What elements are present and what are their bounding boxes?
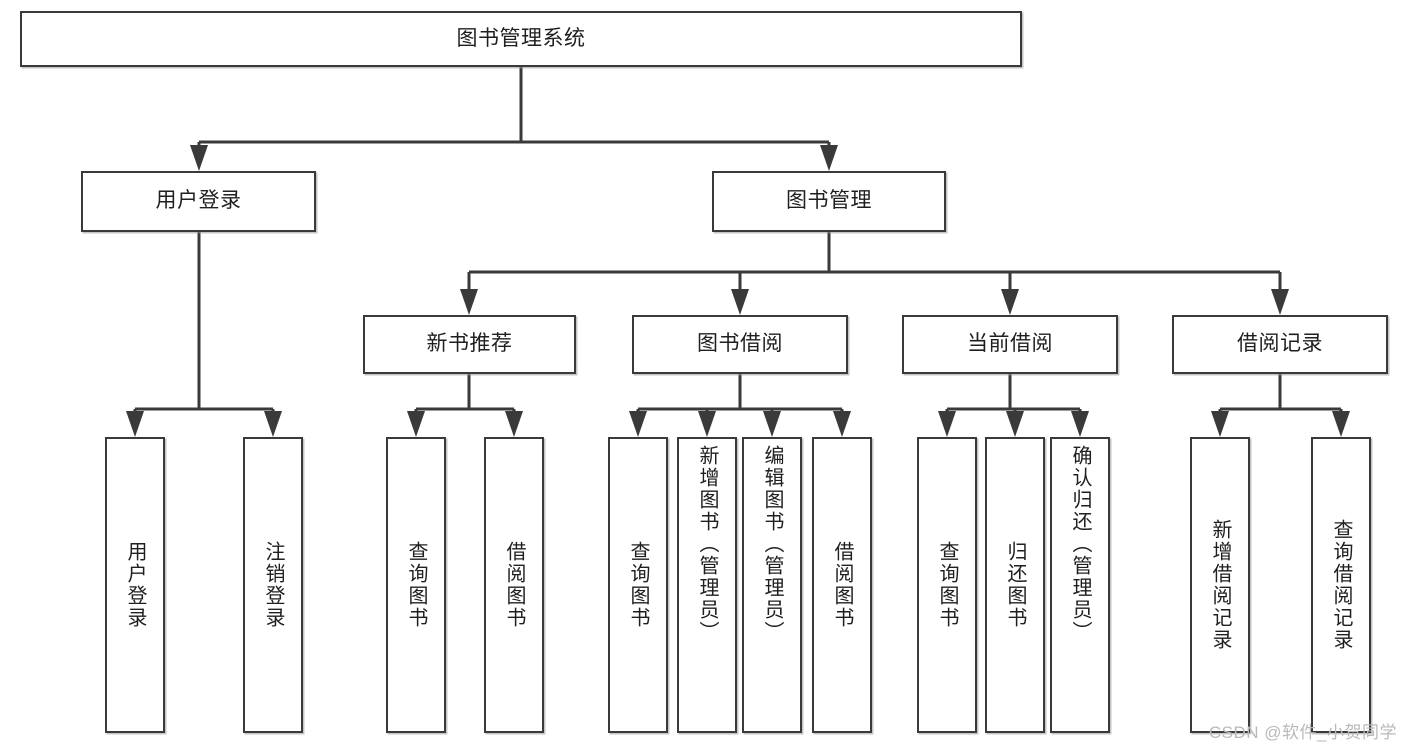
arrowhead-icon bbox=[460, 289, 478, 315]
arrowhead-icon bbox=[126, 411, 144, 437]
arrowhead-icon bbox=[763, 411, 781, 437]
node-label-leaf-query-borrow-record: 查询借阅记录 bbox=[1330, 519, 1352, 651]
node-box-leaf-borrow-book-2[interactable]: 借阅图书 bbox=[812, 437, 872, 733]
node-label-leaf-query-book-2: 查询图书 bbox=[627, 541, 649, 629]
node-label-book-borrow: 图书借阅 bbox=[697, 332, 783, 356]
node-box-leaf-edit-book-admin[interactable]: 编辑图书（管理员） bbox=[742, 437, 802, 733]
arrowhead-icon bbox=[938, 411, 956, 437]
node-box-leaf-query-book-3[interactable]: 查询图书 bbox=[917, 437, 977, 733]
node-box-borrow-record[interactable]: 借阅记录 bbox=[1172, 315, 1388, 374]
arrowhead-icon bbox=[731, 289, 749, 315]
arrowhead-icon bbox=[833, 411, 851, 437]
node-label-leaf-query-book-1: 查询图书 bbox=[405, 541, 427, 629]
node-label-leaf-add-borrow-record: 新增借阅记录 bbox=[1209, 519, 1231, 651]
node-box-user-login[interactable]: 用户登录 bbox=[81, 171, 316, 232]
node-label-root: 图书管理系统 bbox=[456, 26, 586, 50]
node-box-new-book-recommend[interactable]: 新书推荐 bbox=[363, 315, 576, 374]
node-box-leaf-confirm-return-admin[interactable]: 确认归还（管理员） bbox=[1050, 437, 1110, 733]
node-box-leaf-logout-login[interactable]: 注销登录 bbox=[243, 437, 303, 733]
node-label-leaf-logout-login: 注销登录 bbox=[262, 541, 284, 629]
arrowhead-icon bbox=[1071, 411, 1089, 437]
node-label-leaf-add-book-admin: 新增图书（管理员） bbox=[696, 445, 718, 643]
arrowhead-icon bbox=[505, 411, 523, 437]
arrowhead-icon bbox=[629, 411, 647, 437]
arrowhead-icon bbox=[1006, 411, 1024, 437]
node-label-leaf-return-book: 归还图书 bbox=[1004, 541, 1026, 629]
node-label-user-login: 用户登录 bbox=[155, 189, 242, 213]
node-label-leaf-confirm-return-admin: 确认归还（管理员） bbox=[1069, 445, 1091, 643]
arrowhead-icon bbox=[190, 145, 208, 171]
arrowhead-icon bbox=[1271, 289, 1289, 315]
node-box-root[interactable]: 图书管理系统 bbox=[20, 11, 1022, 67]
arrowhead-icon bbox=[1332, 411, 1350, 437]
node-label-borrow-record: 借阅记录 bbox=[1237, 332, 1323, 356]
node-box-book-management[interactable]: 图书管理 bbox=[712, 171, 946, 232]
node-label-leaf-borrow-book-2: 借阅图书 bbox=[831, 541, 853, 629]
node-box-leaf-return-book[interactable]: 归还图书 bbox=[985, 437, 1045, 733]
node-label-current-borrow: 当前借阅 bbox=[967, 332, 1053, 356]
arrowhead-icon bbox=[264, 411, 282, 437]
node-box-leaf-query-book-2[interactable]: 查询图书 bbox=[608, 437, 668, 733]
arrowhead-icon bbox=[1001, 289, 1019, 315]
node-label-book-management: 图书管理 bbox=[786, 189, 872, 213]
node-box-leaf-add-book-admin[interactable]: 新增图书（管理员） bbox=[677, 437, 737, 733]
node-box-book-borrow[interactable]: 图书借阅 bbox=[632, 315, 848, 374]
node-box-leaf-add-borrow-record[interactable]: 新增借阅记录 bbox=[1190, 437, 1250, 733]
arrowhead-icon bbox=[698, 411, 716, 437]
node-box-leaf-borrow-book-1[interactable]: 借阅图书 bbox=[484, 437, 544, 733]
node-label-leaf-edit-book-admin: 编辑图书（管理员） bbox=[761, 445, 783, 643]
node-box-leaf-user-login[interactable]: 用户登录 bbox=[105, 437, 165, 733]
node-box-current-borrow[interactable]: 当前借阅 bbox=[902, 315, 1118, 374]
arrowhead-icon bbox=[820, 145, 838, 171]
node-label-leaf-borrow-book-1: 借阅图书 bbox=[503, 541, 525, 629]
arrowhead-icon bbox=[407, 411, 425, 437]
node-label-leaf-user-login: 用户登录 bbox=[124, 541, 146, 629]
node-label-leaf-query-book-3: 查询图书 bbox=[936, 541, 958, 629]
node-box-leaf-query-book-1[interactable]: 查询图书 bbox=[386, 437, 446, 733]
node-label-new-book-recommend: 新书推荐 bbox=[426, 332, 513, 356]
arrowhead-icon bbox=[1211, 411, 1229, 437]
node-box-leaf-query-borrow-record[interactable]: 查询借阅记录 bbox=[1311, 437, 1371, 733]
